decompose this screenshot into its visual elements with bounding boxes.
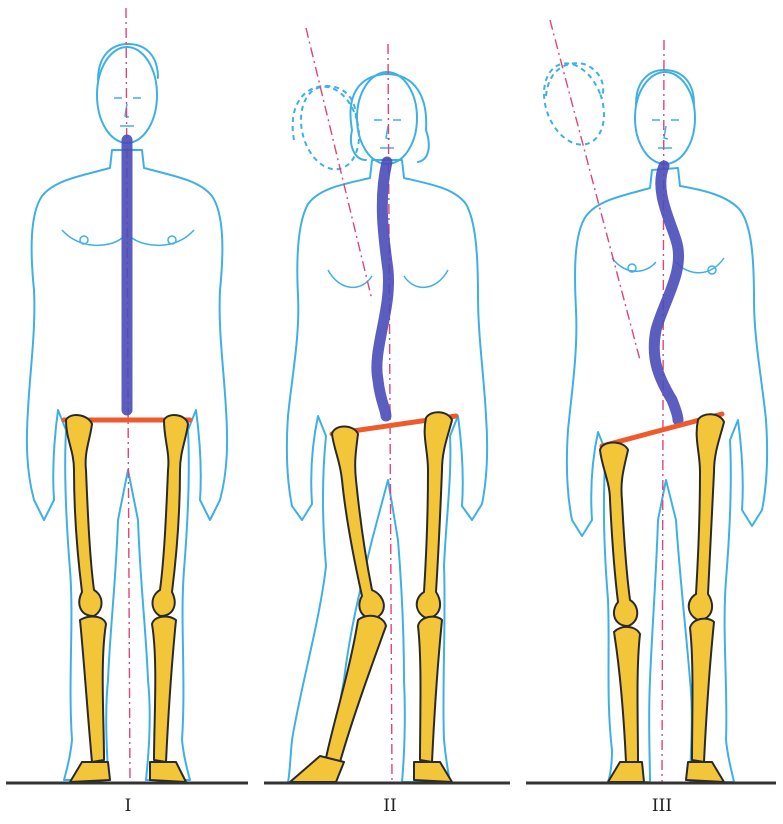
- figure-1-left-tibia: [80, 617, 106, 762]
- figure-1-face-features: [114, 98, 141, 126]
- figure-3-head: [635, 72, 695, 164]
- figure-2-head: [357, 72, 417, 164]
- figure-3-right-foot: [686, 762, 724, 782]
- figure-1-normal-posture: [6, 8, 248, 783]
- figure-1-right-foot: [150, 762, 186, 782]
- figure-3-ghost-hair: [546, 63, 603, 98]
- figure-3-body-outline: [567, 168, 767, 782]
- figure-3-hair: [636, 70, 694, 104]
- figure-2-spine: [377, 162, 389, 416]
- figure-2-left-foot: [290, 756, 344, 782]
- figure-2-right-tibia: [418, 617, 442, 762]
- figure-3-left-tibia: [614, 627, 640, 762]
- figure-3-left-foot: [608, 762, 644, 782]
- figure-3-face-features: [652, 120, 679, 148]
- figure-2-face-features: [374, 120, 401, 148]
- figure-3-left-femur: [600, 443, 637, 627]
- figure-2-functional-scoliosis: [264, 28, 510, 783]
- figure-2-ghost-hair: [293, 86, 356, 140]
- figure-3-ghost-head: [533, 55, 614, 153]
- figure-2-label: II: [360, 796, 420, 816]
- figure-3-right-tibia: [690, 619, 714, 762]
- figure-3-right-femur: [689, 414, 724, 620]
- figure-1-right-tibia: [152, 617, 176, 762]
- figure-2-left-tibia: [326, 616, 386, 762]
- figure-3-structural-scoliosis: [526, 20, 776, 783]
- figure-3-tilt-line: [550, 20, 640, 360]
- figure-1-label: I: [98, 796, 158, 816]
- figure-3-spine: [654, 166, 678, 420]
- figure-2-tilt-line: [306, 28, 372, 300]
- figure-1-left-foot: [70, 762, 110, 782]
- figure-3-label: III: [632, 796, 692, 816]
- figure-3-chest-lines: [612, 258, 724, 274]
- figure-3-plumb-line: [662, 40, 664, 782]
